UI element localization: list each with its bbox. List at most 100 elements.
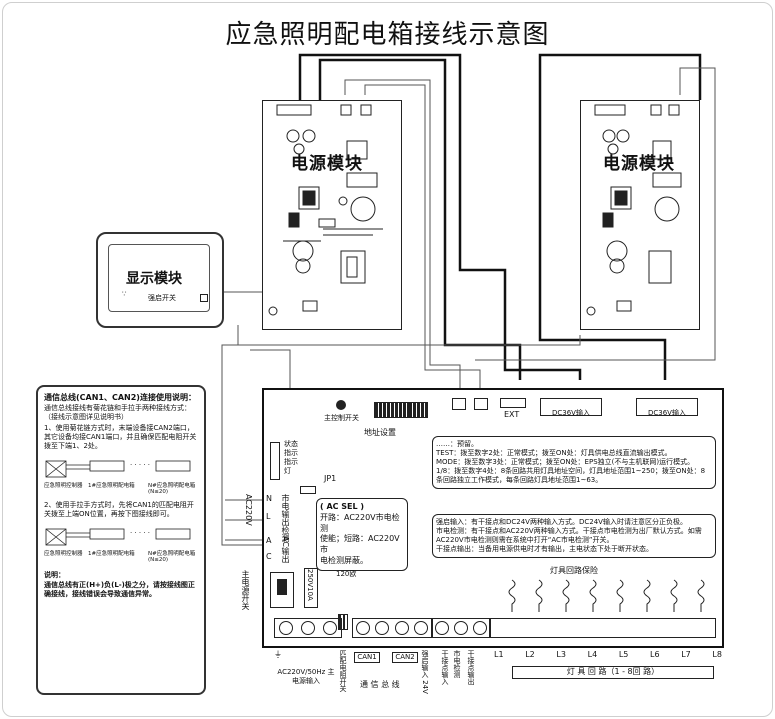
power-module-right-circuit [586, 104, 682, 316]
jp1-jumper[interactable] [300, 486, 316, 494]
lamp-fuse-title: 灯具回路保险 [550, 566, 598, 575]
power-module-right: 电源模块 [580, 100, 700, 330]
comm-notes-title: 说明： [44, 571, 65, 580]
daisy-last: N#应急照明配电箱(N≤20) [148, 483, 196, 496]
signal-wire-1 [344, 79, 461, 390]
bus-wire-right [538, 53, 702, 100]
address-dip-switch[interactable] [374, 402, 408, 418]
hand-in-hand-svg [45, 529, 191, 546]
status-led-labels: 状态 指示 指示 灯 [284, 440, 314, 476]
dc36v-input-left[interactable]: DC36V输入 [540, 398, 602, 417]
hand-host: 应急照明控制器 [44, 551, 83, 558]
lamp-circuit-7: L7 [681, 650, 691, 659]
lamp-fuse-4 [589, 579, 597, 612]
input-note-1: 市电检测：有干接点和AC220V两种输入方式。干接点市电检测为出厂默认方式。如需… [436, 527, 702, 545]
ac-output-label: AC输出 [281, 536, 290, 563]
mains-detect-terminal[interactable] [453, 621, 468, 635]
display-module: 显示模块 强启开关 ∵ [96, 232, 224, 328]
can1-label: CAN1 [354, 652, 380, 664]
dry-contact-input-label: 干接点输入 [441, 650, 449, 685]
fuse-holder: 250V10A [304, 568, 318, 608]
lamp-fuses-svg [508, 579, 705, 612]
comm-instructions-title: 通信总线(CAN1、CAN2)连接使用说明： [44, 393, 196, 402]
dry-contact-output-terminal[interactable] [472, 621, 487, 635]
ac-sel-note: ( AC SEL ) 开路：AC220V市电检测 使能；短路：AC220V市 电… [316, 498, 408, 571]
lamp-fuse-5 [616, 579, 624, 612]
input-note-0: 强启输入：有干接点和DC24V两种输入方式。DC24V输入时请注意区分正负极。 [436, 518, 687, 526]
power-module-right-label: 电源模块 [603, 154, 675, 174]
comm-p2: 2、使用手拉手方式时，先将CAN1的匹配电阻开关拨至上端ON位置，再按下图接线即… [44, 501, 194, 519]
n-terminal-label: N [266, 494, 272, 503]
lamp-circuit-3: L3 [556, 650, 566, 659]
forced-input-terminal[interactable] [435, 621, 450, 635]
led-dots-icon: ∵ [122, 290, 127, 298]
io-terminals[interactable] [432, 618, 490, 638]
jp1-label: JP1 [324, 474, 337, 483]
signal-wire-3 [475, 67, 716, 361]
ext-connector[interactable] [500, 398, 526, 408]
dip-notes-box: ……：预留。 TEST：拨至数字2处：正常模式；拨至ON处：灯具供电总线直流输出… [432, 436, 716, 490]
main-power-switch[interactable] [270, 572, 294, 608]
status-led-label-1: 指示 [284, 449, 298, 458]
ac-sel-title: ( AC SEL ) [320, 502, 365, 511]
lamp-circuit-terminals[interactable] [490, 618, 716, 638]
a-terminal-label: A [266, 536, 272, 545]
mode-dip-switch[interactable] [408, 402, 428, 418]
address-setting-label: 地址设置 [364, 428, 396, 437]
comm-intro: 通信总线接线有菊花链和手拉手两种接线方式： [44, 403, 191, 412]
ac-sel-line1: 开路：AC220V市电检测 [320, 512, 400, 533]
ac-sel-line2: 使能；短路：AC220V市 [320, 534, 400, 555]
ac-sel-line3: 电检测屏蔽。 [320, 555, 368, 565]
resistor-120-label: 120欧 [336, 570, 357, 578]
page-title: 应急照明配电箱接线示意图 [225, 20, 550, 50]
ac-wire-a [221, 325, 268, 546]
mains-input-terminals[interactable] [274, 618, 342, 638]
forced-start-switch-label: 强启开关 [148, 294, 176, 302]
ground-terminal[interactable] [279, 621, 293, 635]
match-resistor-label: 匹配电阻开关 [339, 650, 347, 692]
n-input-terminal[interactable] [301, 621, 315, 635]
can2-label: CAN2 [392, 652, 418, 664]
can-terminals[interactable] [352, 618, 432, 638]
lamp-fuse-8 [697, 579, 705, 612]
dip-note-0: ……：预留。 [436, 440, 478, 448]
dc36v-input-right[interactable]: DC36V输入 [636, 398, 698, 417]
dip-note-1: TEST：拨至数字2处：正常模式；拨至ON处：灯具供电总线直流输出模式。 [436, 449, 672, 458]
forced-start-switch[interactable] [200, 294, 208, 302]
ac-wire-c [250, 349, 291, 395]
can2-l-terminal[interactable] [394, 621, 409, 635]
main-switch-label: 主控制开关 [324, 414, 359, 422]
lamp-circuit-5: L5 [618, 650, 629, 659]
hand-first: 1#应急照明配电箱 [88, 551, 135, 558]
status-led-connector [270, 442, 280, 480]
bus-wire-mid [318, 58, 522, 380]
ac-wire-b [225, 335, 581, 346]
power-module-left-circuit [268, 104, 383, 316]
main-power-switch-label: 主电源开关 [241, 570, 250, 610]
match-resistor-switch[interactable] [338, 614, 348, 630]
l-input-terminal[interactable] [323, 621, 337, 635]
comm-notes: 通信总线有正(H+)负(L-)极之分，请按接线图正确接线，接线错误会导致通信异常… [44, 580, 195, 598]
connector-1 [452, 398, 466, 410]
lamp-circuit-8: L8 [712, 650, 722, 659]
signal-wire-2 [364, 84, 481, 390]
status-led-label-2: 指示 [284, 458, 298, 467]
lamp-fuse-2 [535, 579, 543, 612]
ground-symbol-icon: ⏚ [274, 650, 282, 659]
main-control-board: 主控制开关 地址设置 EXT DC36V输入 DC36V输入 状态 指示 指示 … [241, 388, 724, 648]
lamp-fuse-7 [670, 579, 678, 612]
main-switch-button[interactable] [336, 400, 346, 410]
can1-l-terminal[interactable] [355, 621, 370, 635]
display-module-label: 显示模块 [126, 271, 182, 287]
lamp-circuit-2: L2 [525, 650, 535, 659]
can1-h-terminal[interactable] [375, 621, 390, 635]
daisy-dots: · · · · · [130, 461, 151, 470]
hand-dots: · · · · · [130, 529, 151, 538]
forced-input-label: 强启输入 24V [421, 650, 429, 694]
lamp-fuse-1 [508, 579, 516, 612]
lamp-circuit-1: L1 [494, 650, 504, 659]
dc36-wire-left [298, 53, 582, 380]
can2-h-terminal[interactable] [414, 621, 429, 635]
